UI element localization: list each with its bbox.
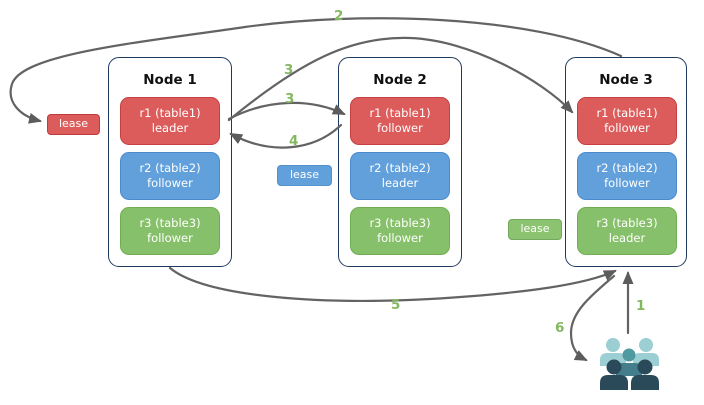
- lease-badge-blue: lease: [277, 165, 332, 186]
- replica-role: follower: [377, 121, 423, 135]
- replica-role: follower: [377, 231, 423, 245]
- node-1-replica-r1: r1 (table1) leader: [120, 97, 220, 145]
- node-1-replica-r3: r3 (table3) follower: [120, 207, 220, 255]
- arrow-step2-node3-to-lease1: [9, 17, 623, 124]
- replica-name: r2 (table2): [139, 160, 201, 175]
- node-1: Node 1 r1 (table1) leader r2 (table2) fo…: [108, 57, 232, 267]
- replica-name: r3 (table3): [139, 215, 201, 230]
- step-label-6: 6: [555, 320, 565, 336]
- step-label-3b: 3: [285, 91, 295, 107]
- node-2-replica-r2: r2 (table2) leader: [350, 152, 450, 200]
- node-3: Node 3 r1 (table1) follower r2 (table2) …: [565, 57, 687, 267]
- replica-role: follower: [604, 176, 650, 190]
- step-label-4: 4: [289, 133, 299, 149]
- arrow-step4-node2-to-leader: [229, 123, 343, 149]
- node-3-replica-r3: r3 (table3) leader: [577, 207, 677, 255]
- step-label-5: 5: [391, 297, 401, 313]
- replica-role: leader: [151, 121, 189, 135]
- step-label-3a: 3: [284, 62, 294, 78]
- node-1-replica-r2: r2 (table2) follower: [120, 152, 220, 200]
- replica-role: follower: [604, 121, 650, 135]
- node-2-replica-r1: r1 (table1) follower: [350, 97, 450, 145]
- node-3-replica-r1: r1 (table1) follower: [577, 97, 677, 145]
- node-1-title: Node 1: [143, 72, 197, 88]
- replica-role: leader: [608, 231, 646, 245]
- node-3-replica-r2: r2 (table2) follower: [577, 152, 677, 200]
- node-3-title: Node 3: [599, 72, 653, 88]
- step-label-1: 1: [636, 298, 646, 314]
- users-group-icon: [600, 338, 659, 390]
- node-2-title: Node 2: [373, 72, 427, 88]
- lease-badge-green: lease: [508, 219, 562, 240]
- lease-badge-red: lease: [47, 114, 100, 135]
- replica-role: follower: [147, 231, 193, 245]
- replica-role: leader: [381, 176, 419, 190]
- replica-name: r1 (table1): [596, 105, 658, 120]
- node-2-replica-r3: r3 (table3) follower: [350, 207, 450, 255]
- replica-name: r1 (table1): [139, 105, 201, 120]
- arrow-step5-node1-to-node3: [168, 266, 617, 302]
- node-2: Node 2 r1 (table1) follower r2 (table2) …: [338, 57, 462, 267]
- step-label-2: 2: [334, 8, 344, 24]
- replica-name: r3 (table3): [369, 215, 431, 230]
- replica-name: r2 (table2): [369, 160, 431, 175]
- replica-name: r2 (table2): [596, 160, 658, 175]
- replica-role: follower: [147, 176, 193, 190]
- replica-name: r3 (table3): [596, 215, 658, 230]
- replica-name: r1 (table1): [369, 105, 431, 120]
